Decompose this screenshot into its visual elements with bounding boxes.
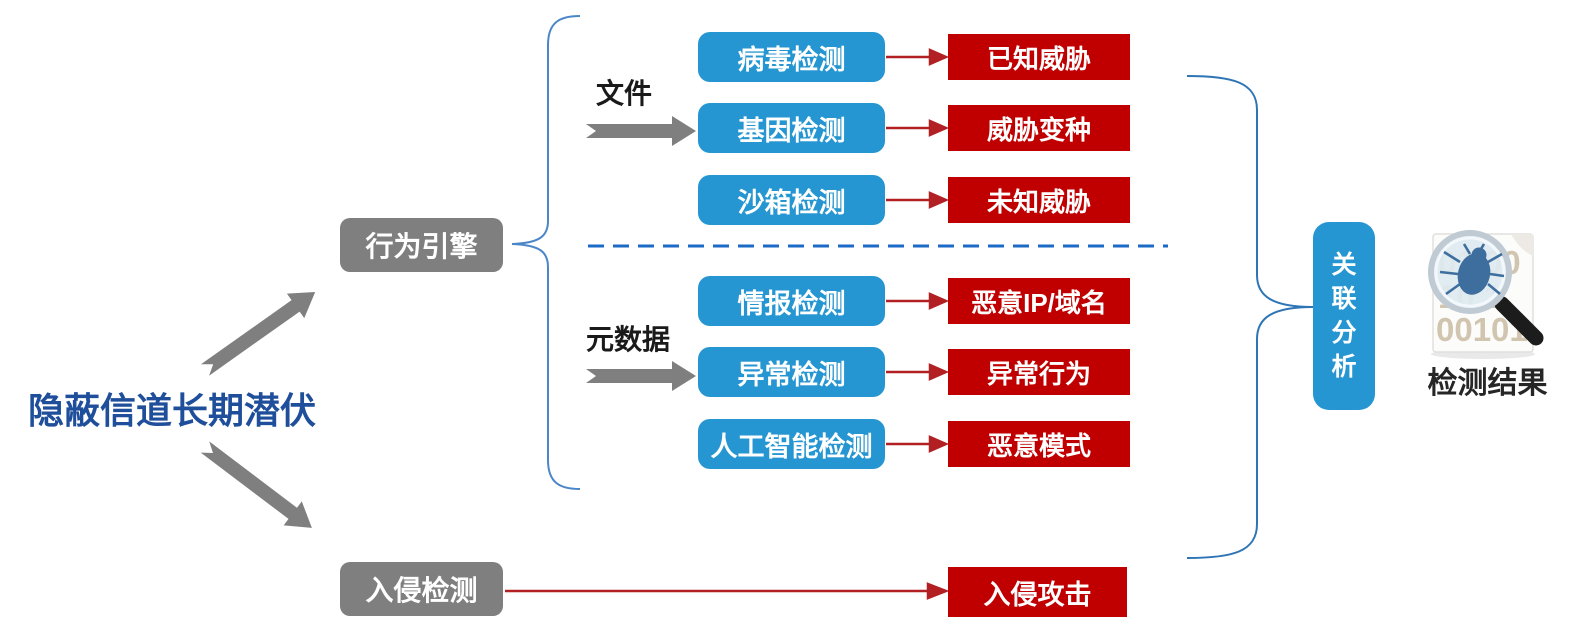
metadata-group-arrow	[586, 361, 696, 391]
left-brace	[511, 15, 581, 490]
bug-scan-document-icon: 01 00 10 1 00101	[1408, 222, 1568, 362]
threat-box-intrusion-attack: 入侵攻击	[948, 567, 1127, 617]
threat-box-abnormal-behavior: 异常行为	[948, 349, 1130, 395]
detector-threat-arrows	[505, 48, 950, 600]
bug-glyph	[1439, 243, 1505, 296]
result-label: 检测结果	[1427, 367, 1548, 400]
right-brace	[1186, 75, 1314, 559]
analysis-char: 分	[1331, 318, 1357, 347]
analysis-char: 析	[1331, 352, 1357, 381]
detector-box-sandbox: 沙箱检测	[698, 175, 885, 225]
threat-box-variant: 威胁变种	[948, 105, 1130, 151]
correlation-analysis-box: 关 联 分 析	[1313, 222, 1375, 410]
behavior-engine-box: 行为引擎	[340, 218, 503, 272]
source-label: 隐蔽信道长期潜伏	[28, 390, 317, 431]
detector-box-ai: 人工智能检测	[698, 419, 885, 469]
detector-box-anomaly: 异常检测	[698, 347, 885, 397]
analysis-char: 关	[1331, 250, 1357, 279]
threat-box-known: 已知威胁	[948, 34, 1130, 80]
threat-box-malicious-ip: 恶意IP/域名	[948, 278, 1130, 324]
magnifier-handle	[1494, 296, 1544, 346]
detector-box-intel: 情报检测	[698, 276, 885, 326]
analysis-char: 联	[1331, 284, 1357, 313]
detector-box-gene: 基因检测	[698, 103, 885, 153]
intrusion-engine-box: 入侵检测	[340, 562, 503, 616]
detector-box-virus: 病毒检测	[698, 32, 885, 82]
arrow-to-behavior-engine	[200, 291, 316, 376]
arrow-to-intrusion-engine	[200, 441, 312, 528]
file-group-arrow	[586, 116, 696, 146]
threat-box-unknown: 未知威胁	[948, 177, 1130, 223]
threat-box-malicious-pattern: 恶意模式	[948, 421, 1130, 467]
metadata-group-label: 元数据	[586, 324, 671, 355]
file-group-label: 文件	[596, 78, 653, 109]
